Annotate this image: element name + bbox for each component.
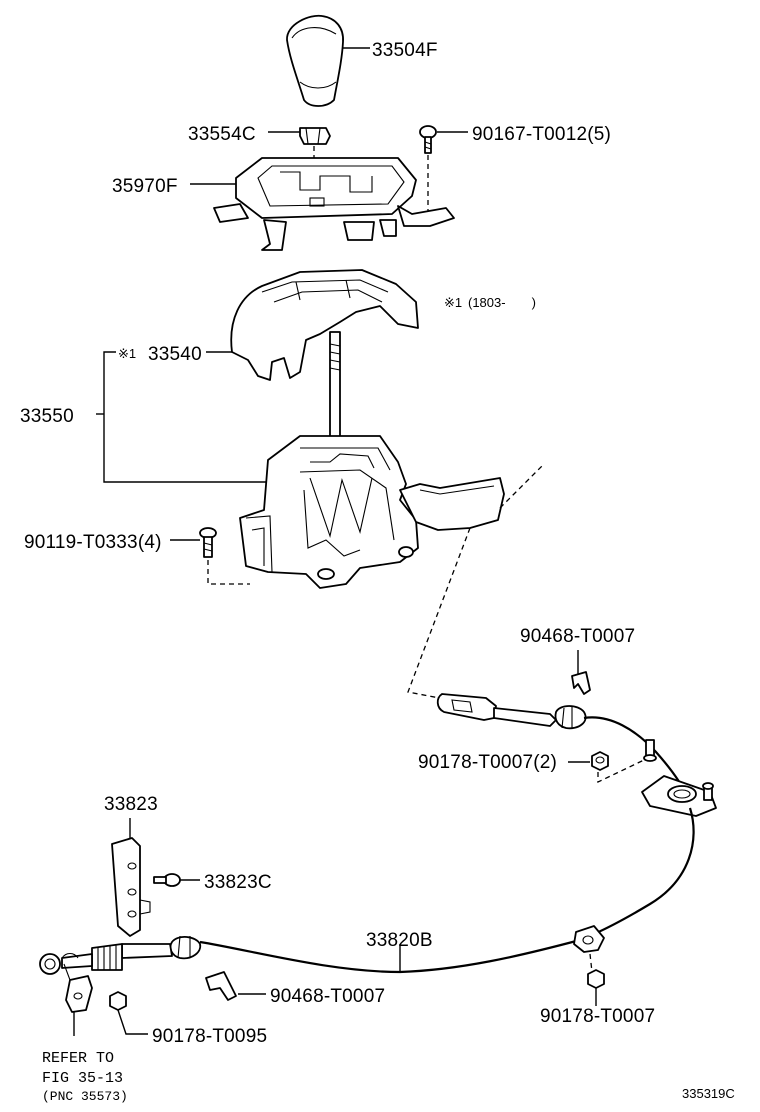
label-33823C: 33823C <box>204 872 272 893</box>
shift-lever-assy-illustration <box>239 331 505 589</box>
note-mark: ※1 <box>444 295 462 310</box>
label-33823: 33823 <box>104 794 158 815</box>
bracket-33823-illustration <box>111 837 151 937</box>
label-33550: 33550 <box>20 406 74 427</box>
end-bracket-illustration <box>63 963 93 1013</box>
label-90167-T0012: 90167-T0012(5) <box>472 124 611 145</box>
label-90178-T0095: 90178-T0095 <box>152 1026 267 1047</box>
clip-90468-upper-illustration <box>571 671 591 695</box>
figure-id: 335319C <box>682 1086 735 1101</box>
label-90178-T0007-2: 90178-T0007(2) <box>418 752 557 773</box>
bolt-33823C-illustration <box>153 873 181 887</box>
nut-90178-lower-illustration <box>587 969 605 989</box>
clip-90468-lower-illustration <box>205 971 237 1001</box>
refer-line-1: REFER TO <box>42 1050 114 1067</box>
label-35970F: 35970F <box>112 176 178 197</box>
indicator-housing-illustration <box>213 157 455 251</box>
clip-33554C-illustration <box>299 127 331 145</box>
shift-knob-illustration <box>286 14 344 107</box>
cable-upper-end-illustration <box>436 693 690 799</box>
refer-line-2: FIG 35-13 <box>42 1070 123 1087</box>
refer-line-3: (PNC 35573) <box>42 1089 128 1104</box>
cable-bracket-plate-illustration <box>641 739 717 817</box>
cover-33540-illustration <box>230 269 419 381</box>
label-90119-T0333: 90119-T0333(4) <box>24 532 162 553</box>
cover-note-mark: ※1 <box>118 346 136 361</box>
note-range: (1803- ) <box>468 295 536 310</box>
label-33504F: 33504F <box>372 40 438 61</box>
label-90468-T0007-lower: 90468-T0007 <box>270 986 385 1007</box>
label-90468-T0007-upper: 90468-T0007 <box>520 626 635 647</box>
screw-90167-illustration <box>419 125 437 154</box>
label-33820B: 33820B <box>366 930 433 951</box>
label-33554C: 33554C <box>188 124 256 145</box>
label-33540: 33540 <box>148 344 202 365</box>
bolt-90119-illustration <box>199 527 217 558</box>
nut-90178-upper-illustration <box>591 751 609 771</box>
nut-90178-T0095-illustration <box>109 991 127 1011</box>
label-90178-T0007-lower: 90178-T0007 <box>540 1006 655 1027</box>
